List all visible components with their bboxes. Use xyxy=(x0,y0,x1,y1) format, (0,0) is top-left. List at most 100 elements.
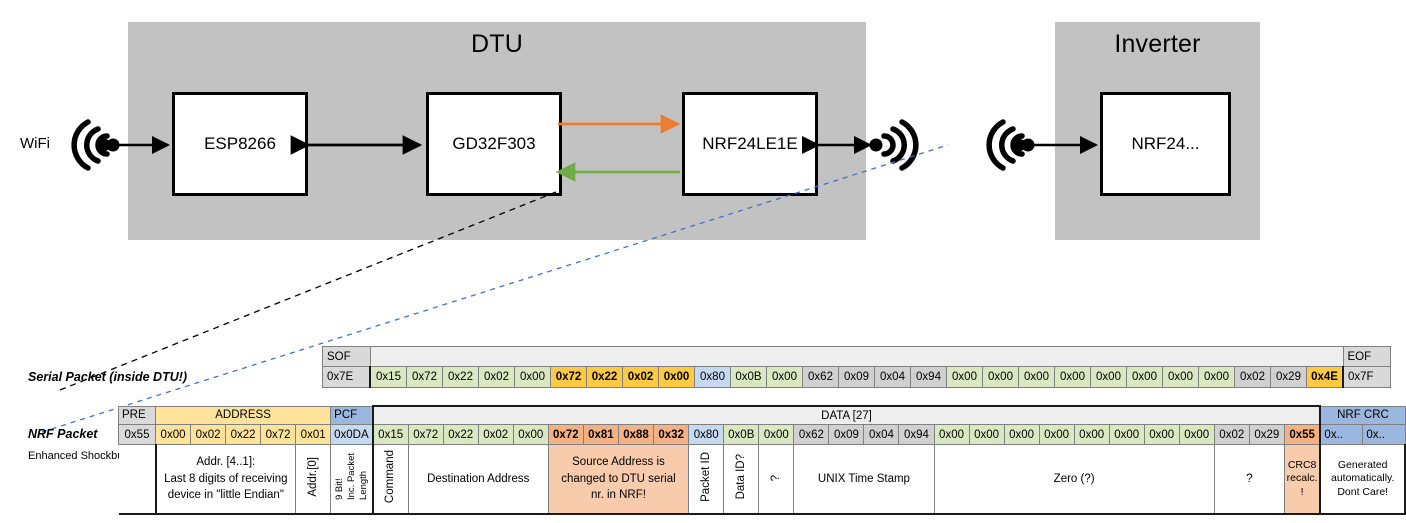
nrf-byte-14: 0x04 xyxy=(863,424,900,445)
chip-esp8266: ESP8266 xyxy=(172,92,308,196)
nrf-byte-8: 0x32 xyxy=(653,424,690,445)
nrf-address-3: 0x72 xyxy=(260,424,297,445)
nrf-address-0: 0x00 xyxy=(154,424,192,445)
nrf-address-2: 0x22 xyxy=(225,424,262,445)
ann-unknown-1: ? xyxy=(758,444,795,515)
ann-data-id: Data ID? xyxy=(723,444,760,515)
nrf-pcf-header: PCF xyxy=(330,405,374,425)
nrf-pcf-value: 0x0DA xyxy=(330,424,374,445)
nrf-header-row: PRE ADDRESS PCF DATA [27] NRF CRC xyxy=(118,405,1406,425)
serial-byte-3: 0x02 xyxy=(478,366,515,388)
serial-byte-16: 0x00 xyxy=(946,366,983,388)
ann-pcf-note: 9 Bit! Inc. Packet Length xyxy=(330,444,374,515)
ann-addr0: Addr.[0] xyxy=(295,444,332,515)
nrf-crc-1: 0x.. xyxy=(1362,424,1406,445)
nrf-pre-header: PRE xyxy=(118,405,156,425)
nrf-byte-19: 0x00 xyxy=(1038,424,1075,445)
ann-command: Command xyxy=(371,444,409,515)
serial-byte-12: 0x62 xyxy=(802,366,839,388)
ann-zero: Zero (?) xyxy=(933,444,1215,515)
ann-pcf-note-label: 9 Bit! Inc. Packet Length xyxy=(333,453,369,501)
nrf-byte-15: 0x94 xyxy=(898,424,935,445)
nrf-packet-sublabel: Enhanced Shockburst xyxy=(28,450,136,462)
chip-nrf24le1e: NRF24LE1E xyxy=(682,92,818,196)
wifi-label: WiFi xyxy=(20,135,50,152)
nrf-byte-12: 0x62 xyxy=(793,424,830,445)
ann-data-id-label: Data ID? xyxy=(734,454,747,500)
serial-byte-10: 0x0B xyxy=(730,366,767,388)
serial-eof-header: EOF xyxy=(1342,346,1391,367)
chip-esp8266-label: ESP8266 xyxy=(204,134,276,153)
serial-byte-17: 0x00 xyxy=(982,366,1019,388)
serial-eof-value: 0x7F xyxy=(1342,366,1391,388)
serial-byte-4: 0x00 xyxy=(514,366,551,388)
ann-destination-address: Destination Address xyxy=(407,444,549,515)
nrf-value-row: 0x55 0x00 0x02 0x22 0x72 0x01 0x0DA 0x15… xyxy=(118,424,1406,445)
nrf-byte-26: 0x55 xyxy=(1283,424,1322,445)
ann-unix-time: UNIX Time Stamp xyxy=(793,444,935,515)
serial-byte-0: 0x15 xyxy=(369,366,407,388)
nrf-annotation-row: Addr. [4..1]: Last 8 digits of receiving… xyxy=(118,444,1406,515)
serial-byte-11: 0x00 xyxy=(766,366,803,388)
serial-byte-25: 0x29 xyxy=(1270,366,1307,388)
nrf-byte-22: 0x00 xyxy=(1143,424,1180,445)
ann-source-note: Source Address is changed to DTU serial … xyxy=(547,444,690,515)
serial-byte-18: 0x00 xyxy=(1018,366,1055,388)
serial-byte-26: 0x4E xyxy=(1306,366,1344,388)
serial-byte-1: 0x72 xyxy=(406,366,443,388)
serial-byte-7: 0x02 xyxy=(622,366,659,388)
serial-byte-9: 0x80 xyxy=(694,366,731,388)
serial-byte-22: 0x00 xyxy=(1162,366,1199,388)
chip-nrf24le1e-label: NRF24LE1E xyxy=(702,134,798,153)
nrf-byte-2: 0x22 xyxy=(442,424,479,445)
nrf-byte-21: 0x00 xyxy=(1108,424,1145,445)
nrf-byte-18: 0x00 xyxy=(1003,424,1040,445)
nrf-byte-6: 0x81 xyxy=(582,424,619,445)
inverter-antenna-icon xyxy=(986,119,1025,171)
nrf-byte-11: 0x00 xyxy=(758,424,795,445)
nrf-byte-25: 0x29 xyxy=(1248,424,1285,445)
nrf-address-header: ADDRESS xyxy=(154,405,332,425)
nrf-byte-24: 0x02 xyxy=(1213,424,1250,445)
nrf-byte-3: 0x02 xyxy=(477,424,514,445)
serial-byte-5: 0x72 xyxy=(550,366,587,388)
inverter-antenna-dot xyxy=(1021,138,1035,152)
serial-packet-table: SOF EOF 0x7E 0x15 0x72 0x22 0x02 0x00 0x… xyxy=(322,346,1391,388)
nrf-crc-header: NRF CRC xyxy=(1319,405,1406,425)
nrf-byte-4: 0x00 xyxy=(512,424,549,445)
nrf-packet-label: NRF Packet xyxy=(28,427,98,441)
serial-byte-2: 0x22 xyxy=(442,366,479,388)
nrf-data-header: DATA [27] xyxy=(371,405,1321,425)
chip-gd32f303: GD32F303 xyxy=(426,92,562,196)
nrf-byte-17: 0x00 xyxy=(968,424,1005,445)
nrf-byte-10: 0x0B xyxy=(723,424,760,445)
ann-address-note: Addr. [4..1]: Last 8 digits of receiving… xyxy=(154,444,297,515)
nrf-address-4: 0x01 xyxy=(295,424,332,445)
ann-addr0-label: Addr.[0] xyxy=(306,456,319,497)
nrf-packet-table: PRE ADDRESS PCF DATA [27] NRF CRC 0x55 0… xyxy=(118,405,1406,515)
serial-byte-14: 0x04 xyxy=(874,366,911,388)
wifi-antenna-icon xyxy=(71,119,110,171)
chip-gd32f303-label: GD32F303 xyxy=(452,134,536,153)
ann-packet-id: Packet ID xyxy=(688,444,725,515)
serial-sof-header: SOF xyxy=(322,346,371,367)
nrf-byte-13: 0x09 xyxy=(828,424,865,445)
ann-unknown-2: ? xyxy=(1213,444,1285,515)
serial-byte-6: 0x22 xyxy=(586,366,623,388)
nrf-byte-0: 0x15 xyxy=(371,424,409,445)
serial-packet-label: Serial Packet (inside DTU!) xyxy=(28,370,188,384)
nrf-byte-5: 0x72 xyxy=(547,424,584,445)
chip-nrf24-label: NRF24... xyxy=(1131,134,1200,153)
nrf-pre-value: 0x55 xyxy=(118,424,156,445)
ann-pre-empty xyxy=(118,444,156,515)
dtu-antenna-dot xyxy=(869,138,883,152)
dtu-title: DTU xyxy=(471,30,523,58)
serial-byte-20: 0x00 xyxy=(1090,366,1127,388)
ann-command-label: Command xyxy=(384,450,397,504)
nrf-byte-1: 0x72 xyxy=(407,424,444,445)
nrf-crc-0: 0x.. xyxy=(1319,424,1364,445)
serial-byte-19: 0x00 xyxy=(1054,366,1091,388)
nrf-byte-20: 0x00 xyxy=(1073,424,1110,445)
nrf-byte-16: 0x00 xyxy=(933,424,970,445)
serial-byte-24: 0x02 xyxy=(1234,366,1271,388)
